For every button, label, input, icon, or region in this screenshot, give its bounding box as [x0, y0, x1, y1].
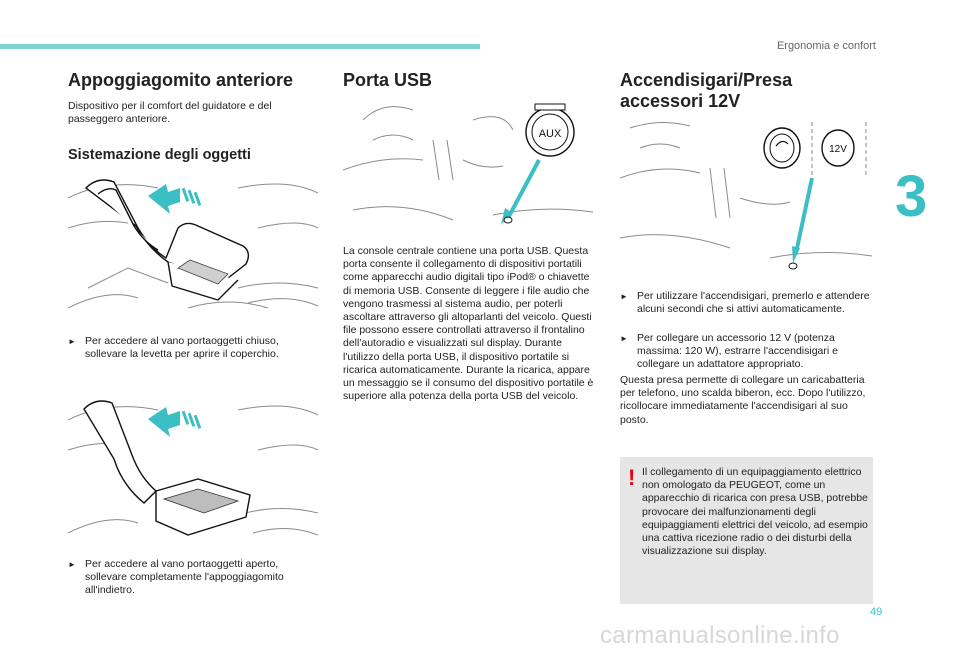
triangle-bullet-icon: ►	[620, 334, 628, 343]
chapter-number: 3	[895, 164, 928, 229]
section-title-armrest: Appoggiagomito anteriore	[68, 70, 293, 90]
triangle-bullet-icon: ►	[68, 560, 76, 569]
lighter-body-text: Questa presa permette di collegare un ca…	[620, 374, 866, 426]
armrest-open-illustration	[68, 400, 318, 536]
triangle-bullet-icon: ►	[620, 292, 628, 301]
warning-box: ! Il collegamento di un equipaggiamento …	[620, 457, 873, 604]
lighter-bullet-accessory: ► Per collegare un accessorio 12 V (pote…	[620, 332, 872, 372]
aux-label: AUX	[539, 128, 562, 140]
watermark: carmanualsonline.info	[600, 622, 840, 649]
usb-aux-illustration: AUX	[343, 103, 593, 225]
armrest-bullet-closed: ► Per accedere al vano portaoggetti chiu…	[68, 335, 318, 361]
lighter-socket-illustration: 12V	[620, 122, 872, 270]
socket-12v-label: 12V	[829, 144, 847, 155]
triangle-bullet-icon: ►	[68, 337, 76, 346]
usb-body-text: La console centrale contiene una porta U…	[343, 245, 594, 403]
bullet-text: Per accedere al vano portaoggetti aperto…	[85, 558, 284, 597]
chapter-title: Ergonomia e confort	[776, 40, 876, 52]
page-number: 49	[870, 606, 883, 618]
warning-exclamation-icon: !	[628, 465, 636, 490]
lighter-bullet-use: ► Per utilizzare l'accendisigari, premer…	[620, 290, 872, 316]
warning-text: Il collegamento di un equipaggiamento el…	[642, 466, 868, 558]
armrest-closed-illustration	[68, 179, 318, 309]
armrest-intro: Dispositivo per il comfort del guidatore…	[68, 100, 272, 126]
armrest-bullet-open: ► Per accedere al vano portaoggetti aper…	[68, 558, 318, 598]
subtitle-storage: Sistemazione degli oggetti	[68, 147, 251, 163]
header-bar	[0, 44, 480, 49]
section-title-usb: Porta USB	[343, 70, 433, 90]
bullet-text: Per utilizzare l'accendisigari, premerlo…	[637, 290, 870, 316]
bullet-text: Per collegare un accessorio 12 V (potenz…	[637, 332, 838, 371]
section-title-lighter-line2: accessori 12V	[620, 91, 741, 111]
section-title-lighter-line1: Accendisigari/Presa	[620, 70, 793, 90]
bullet-text: Per accedere al vano portaoggetti chiuso…	[85, 335, 279, 361]
